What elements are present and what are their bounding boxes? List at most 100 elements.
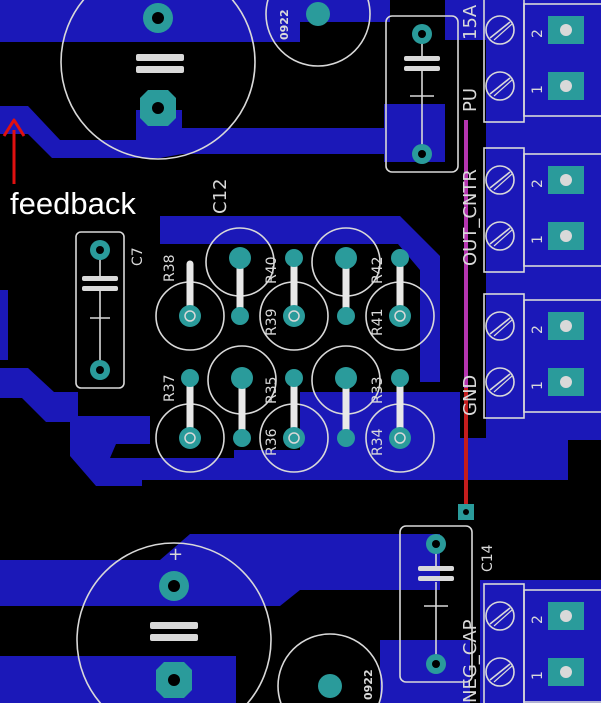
terminal-screw-slot2-b <box>493 229 513 247</box>
label-neg-cap: NEG_CAP <box>460 619 481 703</box>
cap-top-plate-upper <box>136 54 184 61</box>
terminal-screw-slot-a <box>489 21 511 39</box>
via-hole <box>463 509 469 515</box>
terminal-pin-1-label: 1 <box>530 85 546 94</box>
terminal-screw-a <box>485 165 515 195</box>
terminal-screw-b <box>485 71 515 101</box>
cap-symbols <box>82 54 454 641</box>
pad-r33-b <box>337 429 355 447</box>
terminal-pin-2-label: 2 <box>530 179 546 188</box>
terminal-screw-b <box>485 221 515 251</box>
terminal-pad-hole-b <box>560 80 572 92</box>
label-out-cntr: OUT_CNTR <box>460 169 481 266</box>
pad-r34-a <box>389 427 411 449</box>
terminal-screw-slot-b <box>489 227 511 245</box>
terminal-housing <box>523 299 601 413</box>
pad-r37-a <box>179 427 201 449</box>
terminal-screw-slot-a <box>489 317 511 335</box>
c14-plate-upper <box>418 566 454 571</box>
copper-bottom-right <box>380 640 470 703</box>
label-r34: R34 <box>370 428 386 456</box>
label-r36: R36 <box>264 428 280 456</box>
terminal-pin-1-label: 1 <box>530 235 546 244</box>
terminal-pin-2-label: 2 <box>530 615 546 624</box>
cap-top-plate-lower <box>136 66 184 73</box>
label-r33: R33 <box>370 376 386 404</box>
hole-c14-top <box>432 540 440 548</box>
terminal-screw-a <box>485 601 515 631</box>
pad-r37-b <box>181 369 199 387</box>
terminal-pad-hole-a <box>560 610 572 622</box>
terminal-pad-hole-b <box>560 376 572 388</box>
terminal-screw-slot2-b <box>493 375 513 393</box>
hole-c14-bottom <box>432 660 440 668</box>
copper-band-left <box>0 368 78 422</box>
ring-r34 <box>394 432 406 444</box>
label-r40: R40 <box>264 256 280 284</box>
terminal-pad-hole-a <box>560 320 572 332</box>
pad-r42-b <box>337 307 355 325</box>
terminal-screw-slot-a <box>489 607 511 625</box>
label-part-bottom: 0922 <box>362 669 375 700</box>
part-top-outline <box>265 0 371 67</box>
label-r35: R35 <box>264 376 280 404</box>
pad-r40-b <box>231 307 249 325</box>
ring-r38 <box>184 310 196 322</box>
label-gnd: GND <box>460 375 481 416</box>
terminal-housing <box>523 3 601 117</box>
pad-r42-a <box>335 247 357 269</box>
hole-c7-top <box>96 246 104 254</box>
terminal-pin-1-label: 1 <box>530 671 546 680</box>
pad-r36-b <box>285 369 303 387</box>
label-c12: C12 <box>210 179 231 214</box>
cap-bottom-outline <box>76 542 272 703</box>
label-r37: R37 <box>162 374 178 402</box>
label-r38: R38 <box>162 254 178 282</box>
cap-top-outline <box>60 0 256 160</box>
terminal-screw-slot-b <box>489 373 511 391</box>
copper-middle-bus <box>160 216 440 382</box>
terminal-pin-2-label: 2 <box>530 29 546 38</box>
label-part-top: 0922 <box>278 9 291 40</box>
pad-part-top <box>306 2 330 26</box>
terminal-pad-hole-b <box>560 230 572 242</box>
pad-r35-a <box>231 367 253 389</box>
terminal-screw-slot2-a <box>493 319 513 337</box>
terminal-pad-hole-b <box>560 666 572 678</box>
pad-r33-a <box>335 367 357 389</box>
label-pu: PU <box>460 88 481 112</box>
terminal-pad-hole-a <box>560 24 572 36</box>
cap-bottom-plate-lower <box>150 634 198 641</box>
c7-plate-lower <box>82 286 118 291</box>
pad-holes <box>96 12 440 686</box>
terminal-housing <box>523 589 601 703</box>
label-c14: C14 <box>480 544 496 572</box>
pad-inner-silk <box>184 310 406 444</box>
label-r41: R41 <box>370 308 386 336</box>
terminal-block-4: 21 <box>483 583 601 703</box>
hole-pu-top <box>418 30 426 38</box>
pu-cap-plate-lower <box>404 66 440 71</box>
label-r39: R39 <box>264 308 280 336</box>
ring-r41 <box>394 310 406 322</box>
terminal-screw-b <box>485 367 515 397</box>
terminal-screw-slot-a <box>489 171 511 189</box>
copper-lower-band <box>0 534 440 606</box>
label-plus: + <box>168 544 183 565</box>
c14-outline <box>399 525 473 683</box>
terminal-pin-2-label: 2 <box>530 325 546 334</box>
pad-r38-a <box>179 305 201 327</box>
hole-pu-bottom <box>418 150 426 158</box>
copper-top-band <box>0 0 390 42</box>
terminal-screw-slot2-b <box>493 665 513 683</box>
part-bottom-outline <box>277 633 383 703</box>
copper-feedback-trace <box>0 104 445 162</box>
ring-r37 <box>184 432 196 444</box>
hole-cap-top-2 <box>152 102 164 114</box>
pu-cap-outline <box>385 15 459 173</box>
label-r42: R42 <box>370 256 386 284</box>
terminal-screw-a <box>485 311 515 341</box>
terminal-pad-hole-a <box>560 174 572 186</box>
cap-bottom-plate-upper <box>150 622 198 629</box>
